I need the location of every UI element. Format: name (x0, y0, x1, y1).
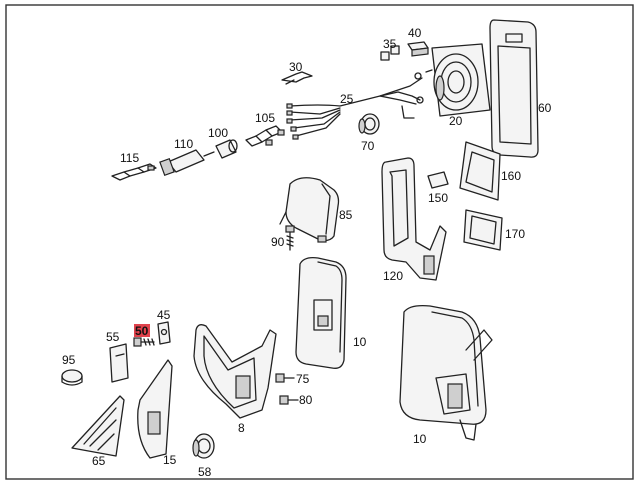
part-60-drawing (489, 19, 539, 158)
part-105-drawing (245, 125, 285, 147)
label-8[interactable]: 8 (238, 421, 245, 435)
label-70[interactable]: 70 (361, 139, 375, 153)
part-115-drawing (111, 163, 157, 181)
part-150-drawing (427, 171, 449, 189)
label-60[interactable]: 60 (538, 101, 552, 115)
label-40[interactable]: 40 (408, 26, 422, 40)
part-80-drawing (279, 395, 299, 405)
label-75[interactable]: 75 (296, 372, 310, 386)
part-30-drawing (281, 71, 313, 85)
part-85-drawing (279, 177, 340, 243)
part-75-drawing (275, 373, 295, 383)
label-58[interactable]: 58 (198, 465, 212, 479)
label-90[interactable]: 90 (271, 235, 285, 249)
label-55[interactable]: 55 (106, 330, 120, 344)
label-30[interactable]: 30 (289, 60, 303, 74)
part-15-drawing (137, 359, 173, 459)
part-100-drawing (215, 139, 238, 159)
label-120[interactable]: 120 (383, 269, 403, 283)
part-160-drawing (459, 141, 501, 201)
label-115[interactable]: 115 (120, 151, 139, 165)
part-20-drawing (425, 43, 491, 117)
part-170-drawing (463, 209, 503, 251)
part-10-right-drawing (399, 304, 493, 441)
part-25-drawing (286, 72, 424, 140)
label-160[interactable]: 160 (501, 169, 521, 183)
part-50-drawing (133, 337, 155, 347)
label-110[interactable]: 110 (174, 137, 193, 151)
part-35-drawing (380, 45, 400, 61)
part-10-left-drawing (295, 256, 347, 369)
label-105[interactable]: 105 (255, 111, 275, 125)
label-65[interactable]: 65 (92, 454, 106, 468)
label-10-left[interactable]: 10 (353, 335, 367, 349)
part-45-drawing (157, 321, 171, 345)
highlight-box-50 (134, 324, 150, 337)
part-110-drawing (159, 149, 215, 177)
part-120-drawing (381, 157, 447, 281)
part-70-drawing (358, 113, 380, 135)
part-65-drawing (71, 395, 125, 457)
callout-labels: 40 35 30 25 20 60 105 100 110 115 70 160… (62, 26, 552, 479)
label-10-right[interactable]: 10 (413, 432, 427, 446)
label-50[interactable]: 50 (135, 324, 149, 338)
part-40-drawing (407, 41, 429, 57)
label-150[interactable]: 150 (428, 191, 448, 205)
part-8-drawing (193, 324, 277, 419)
label-80[interactable]: 80 (299, 393, 313, 407)
label-20[interactable]: 20 (449, 114, 463, 128)
label-25[interactable]: 25 (340, 92, 354, 106)
label-85[interactable]: 85 (339, 208, 353, 222)
label-45[interactable]: 45 (157, 308, 171, 322)
part-95-drawing (61, 369, 83, 386)
label-15[interactable]: 15 (163, 453, 177, 467)
part-58-drawing (192, 433, 215, 459)
part-90-drawing (285, 225, 295, 251)
label-100[interactable]: 100 (208, 126, 228, 140)
label-95[interactable]: 95 (62, 353, 76, 367)
label-35[interactable]: 35 (383, 37, 397, 51)
part-55-drawing (109, 343, 129, 383)
label-170[interactable]: 170 (505, 227, 525, 241)
